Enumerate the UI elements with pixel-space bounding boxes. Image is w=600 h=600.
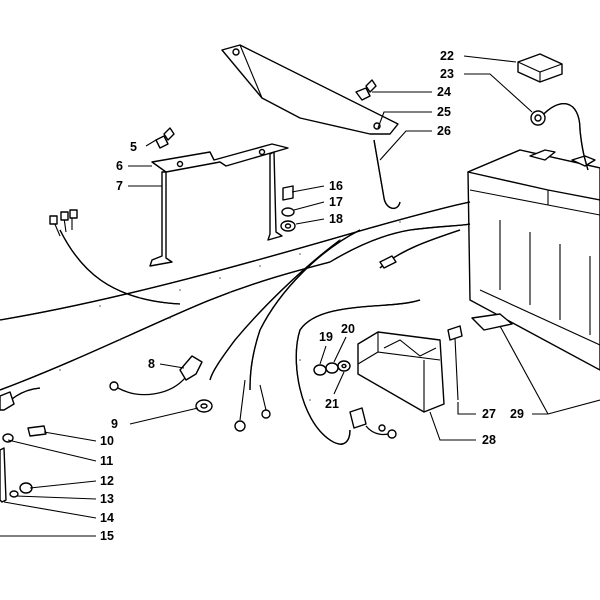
label-13: 13 (100, 492, 114, 506)
mounting-bracket (149, 143, 289, 267)
label-23: 23 (440, 67, 454, 81)
screw-washer-set-left (0, 391, 47, 503)
label-29: 29 (510, 407, 524, 421)
harness-speckle (59, 221, 401, 401)
label-5: 5 (130, 140, 137, 154)
nut-washer-set (313, 360, 351, 376)
wing-nut-left (155, 127, 175, 149)
label-28: 28 (482, 433, 496, 447)
label-22: 22 (440, 49, 454, 63)
label-27: 27 (482, 407, 496, 421)
grommet (195, 399, 213, 413)
main-wiring-harness (0, 201, 471, 445)
label-18: 18 (329, 212, 343, 226)
label-26: 26 (437, 124, 451, 138)
label-16: 16 (329, 179, 343, 193)
label-14: 14 (100, 511, 114, 525)
bolt-27 (447, 325, 463, 401)
label-12: 12 (100, 474, 114, 488)
label-9: 9 (111, 417, 118, 431)
pad-29 (471, 313, 513, 331)
battery-terminal-cable (530, 103, 589, 171)
label-11: 11 (100, 454, 113, 468)
leader-lines (0, 55, 600, 537)
label-7: 7 (116, 179, 123, 193)
battery-tray-block (357, 331, 445, 413)
label-10: 10 (100, 434, 114, 448)
label-25: 25 (437, 105, 451, 119)
j-hook-bolt (373, 139, 401, 209)
label-6: 6 (116, 159, 123, 173)
screw-washer-set-right (280, 185, 296, 232)
terminal-cover (517, 53, 563, 83)
label-15: 15 (100, 529, 114, 543)
wing-nut-top (355, 79, 377, 101)
cable-connector (349, 407, 397, 439)
callout-labels: 5 6 7 8 9 10 11 12 13 14 15 16 17 18 19 … (100, 49, 524, 543)
label-21: 21 (325, 397, 339, 411)
label-17: 17 (329, 195, 343, 209)
battery-hold-down-bar (221, 44, 399, 135)
label-19: 19 (319, 330, 333, 344)
ground-cable (109, 355, 203, 396)
label-24: 24 (437, 85, 451, 99)
battery (467, 149, 600, 371)
label-20: 20 (341, 322, 355, 336)
label-8: 8 (148, 357, 155, 371)
